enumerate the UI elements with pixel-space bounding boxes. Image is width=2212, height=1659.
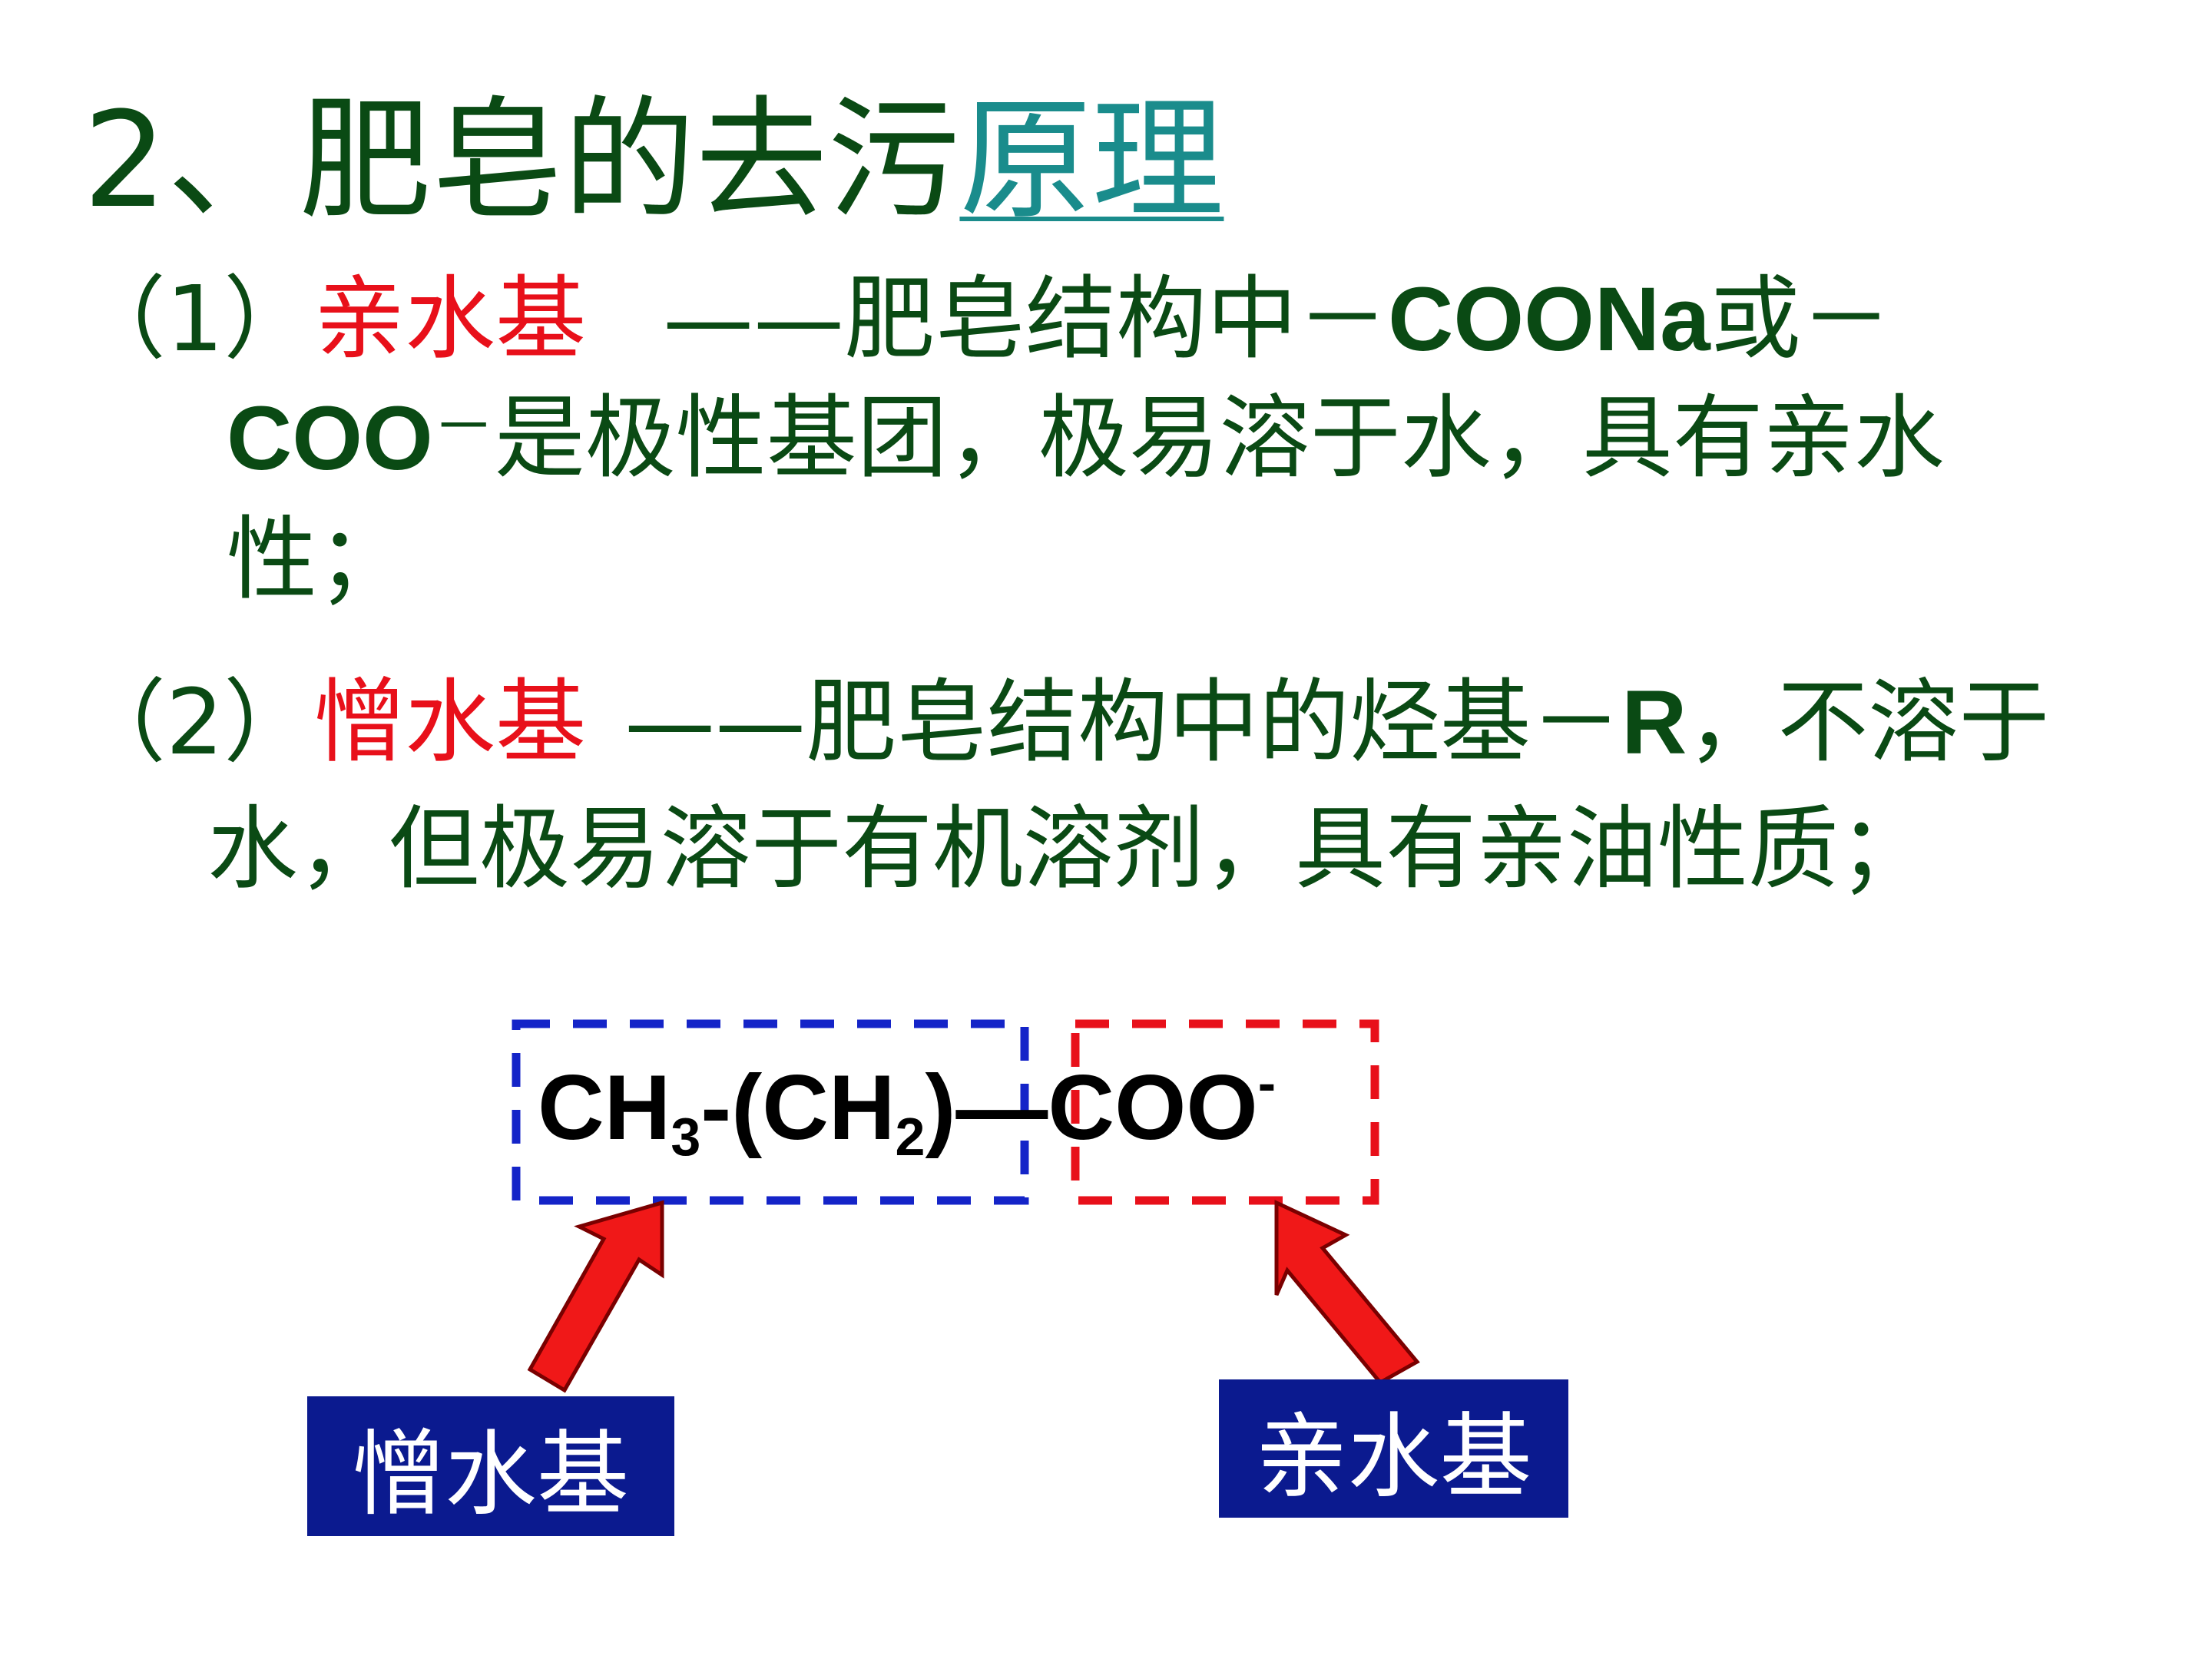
point1-line1: （1）亲水基 ——肥皂结构中－COONa或－	[75, 265, 1892, 375]
point1-line1-text: ——肥皂结构中－	[663, 266, 1389, 372]
principle-link[interactable]: 原理	[959, 83, 1224, 237]
point2-line2: 水，但极易溶于有机溶剂，具有亲油性质；	[207, 796, 1930, 902]
hydrophilic-dashed-box	[1071, 1019, 1379, 1205]
hydrophilic-label: 亲水基	[1219, 1379, 1568, 1518]
point2-line1-chem: R	[1621, 672, 1687, 773]
hydrophilic-label-text: 亲水基	[1255, 1404, 1532, 1511]
hydrophilic-arrow	[1274, 1200, 1420, 1386]
hydrophobic-label: 憎水基	[307, 1396, 674, 1536]
point2-line1-text: ——肥皂结构中的烃基－	[624, 669, 1622, 775]
point1-line1-tail: 或－	[1710, 266, 1892, 372]
formula-paren: )	[925, 1056, 956, 1159]
point1-number: （1）	[75, 266, 315, 372]
formula-sub3: 3	[671, 1107, 701, 1167]
point1-line3: 性；	[227, 506, 409, 612]
point2-line1: （2）憎水基 ——肥皂结构中的烃基－R，不溶于	[75, 668, 2049, 778]
soap-formula: CH3-(CH2)—COO-	[538, 1052, 1276, 1167]
point1-line2-sup: －	[432, 391, 495, 462]
point1-line2-text: 是极性基团，极易溶于水，具有亲水	[494, 385, 1945, 491]
page-title: 2、肥皂的去污原理	[83, 84, 1224, 237]
hydrophobic-arrow	[527, 1200, 664, 1393]
point2-line1-tail: ，不溶于	[1687, 669, 2050, 775]
point2-number: （2）	[75, 669, 315, 775]
hydrophobic-label-text: 憎水基	[353, 1422, 629, 1528]
formula-charge: -	[1257, 1053, 1277, 1113]
point1-line2: COO－是极性基团，极易溶于水，具有亲水	[227, 384, 1945, 494]
formula-ch: CH	[538, 1056, 671, 1159]
point1-line2-chem: COO	[227, 388, 433, 489]
hydrophobic-dashed-box	[512, 1019, 1029, 1205]
formula-coo: COO	[1048, 1056, 1258, 1159]
formula-bond: —	[955, 1056, 1048, 1159]
point2-term: 憎水基	[314, 669, 587, 775]
formula-ch2: -(CH	[700, 1056, 896, 1159]
point1-line1-chem: COONa	[1388, 269, 1710, 370]
point1-term: 亲水基	[314, 266, 587, 372]
title-prefix: 2、肥皂的去污	[83, 83, 960, 237]
formula-sub2: 2	[895, 1107, 926, 1167]
